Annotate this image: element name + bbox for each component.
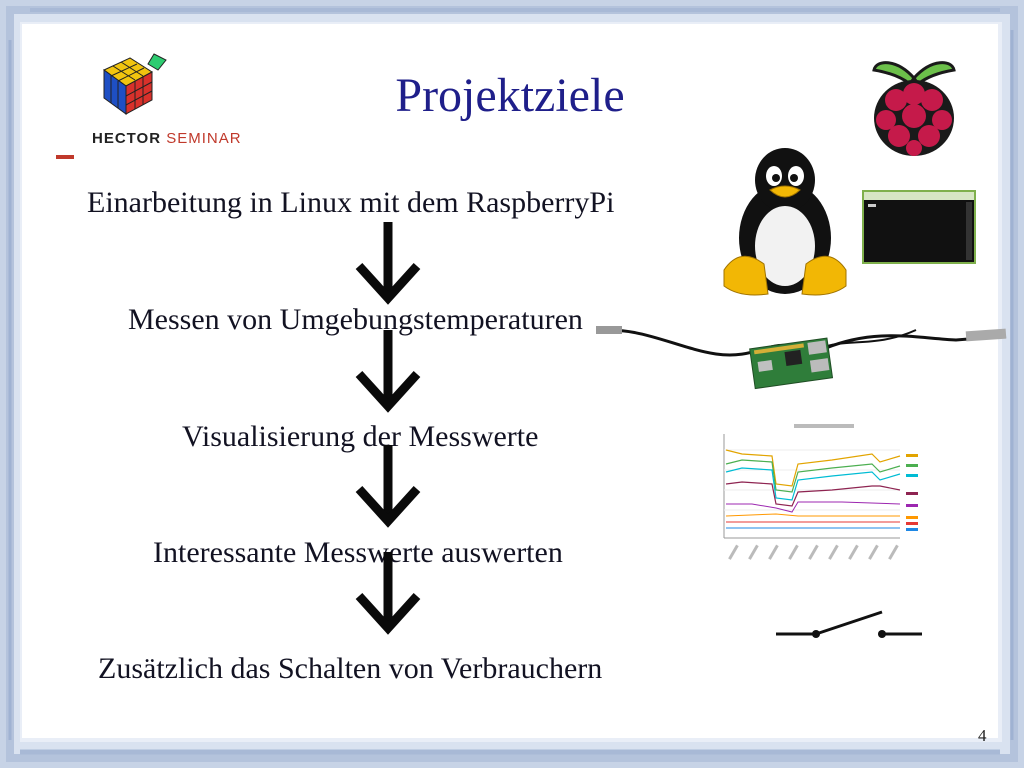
down-arrow-icon bbox=[355, 552, 421, 635]
sensor-board-icon bbox=[596, 326, 1007, 390]
step-4-text: Interessante Messwerte auswerten bbox=[153, 536, 563, 569]
down-arrow-icon bbox=[355, 330, 421, 413]
step-1-text: Einarbeitung in Linux mit dem RaspberryP… bbox=[87, 186, 615, 219]
page-number: 4 bbox=[978, 726, 987, 745]
rubik-cube-icon bbox=[103, 53, 167, 115]
logo-word-hector: HECTOR bbox=[92, 130, 162, 147]
step-5-text: Zusätzlich das Schalten von Verbrauchern bbox=[98, 652, 603, 685]
raspberry-pi-logo-icon bbox=[872, 61, 956, 156]
logo-text: HECTOR SEMINAR bbox=[92, 130, 242, 147]
down-arrow-icon bbox=[355, 222, 421, 305]
tux-penguin-icon bbox=[723, 148, 847, 296]
step-3-text: Visualisierung der Messwerte bbox=[182, 420, 539, 453]
logo-word-seminar: SEMINAR bbox=[166, 130, 242, 147]
slide-paper bbox=[22, 24, 998, 738]
page-title: Projektziele bbox=[395, 69, 625, 122]
down-arrow-icon bbox=[355, 445, 421, 528]
step-2-text: Messen von Umgebungstemperaturen bbox=[128, 303, 583, 336]
temperature-chart-thumbnail-icon bbox=[702, 420, 922, 570]
logo-underline bbox=[56, 155, 74, 159]
terminal-window-icon bbox=[862, 190, 976, 264]
switch-symbol-icon bbox=[776, 610, 922, 638]
